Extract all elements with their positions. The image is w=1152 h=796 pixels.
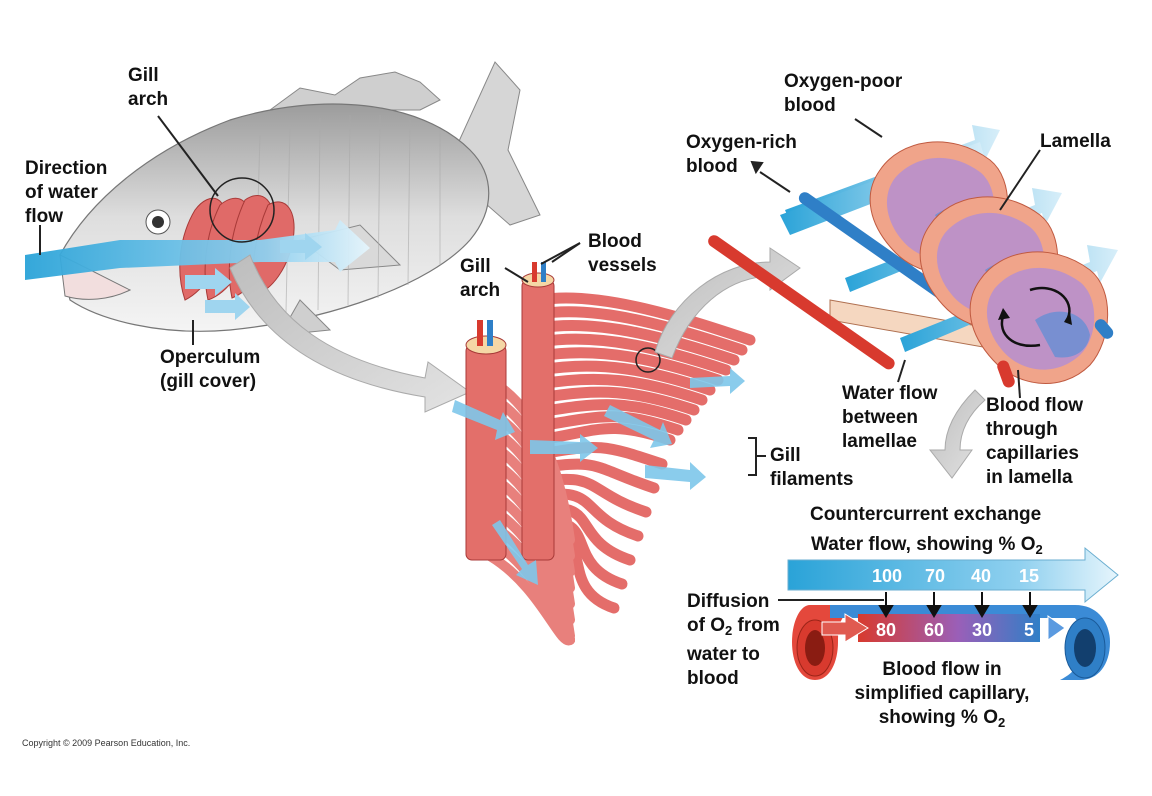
- water-o2-value: 70: [925, 566, 946, 586]
- label-operculum: Operculum(gill cover): [160, 347, 261, 392]
- zoom-arrow-1: [229, 254, 472, 413]
- lamella-leader-lines: [750, 118, 1041, 399]
- blood-o2-value: 60: [924, 620, 945, 640]
- label-diffusion-o2: Diffusion of O2 from water to blood: [687, 591, 780, 689]
- zoom-arrow-3: [928, 389, 986, 479]
- gill-filaments-illustration: [452, 262, 756, 646]
- gill-filament: [534, 306, 748, 356]
- gill-filament: [534, 347, 724, 386]
- blood-o2-value: 5: [1024, 620, 1035, 640]
- gill-filament: [485, 551, 575, 646]
- label-blood-flow-simplified-capillary: Blood flow in simplified capillary, show…: [854, 659, 1030, 730]
- water-o2-value: 40: [971, 566, 992, 586]
- countercurrent-diagram: [787, 546, 1119, 680]
- gill-filament: [534, 333, 732, 376]
- water-o2-value: 15: [1019, 566, 1040, 586]
- copyright-text: Copyright © 2009 Pearson Education, Inc.: [22, 738, 191, 748]
- label-countercurrent-exchange: Countercurrent exchange: [810, 504, 1042, 525]
- label-lamella: Lamella: [1040, 131, 1111, 152]
- label-water-flow-showing-o2: Water flow, showing % O2: [811, 534, 1043, 557]
- gill-filament: [534, 360, 716, 396]
- gill-filament: [534, 320, 740, 366]
- lamellae-illustration: [708, 125, 1118, 388]
- mid-leader-lines: [504, 242, 766, 476]
- blood-o2-value: 80: [876, 620, 897, 640]
- fish-illustration: [25, 61, 541, 336]
- gill-filament: [534, 386, 700, 416]
- gill-filament: [534, 373, 708, 406]
- blood-o2-value: 30: [972, 620, 993, 640]
- fish-leader-lines: [39, 115, 219, 345]
- gill-filament: [534, 399, 692, 426]
- gill-filament: [534, 292, 756, 346]
- water-o2-value: 100: [872, 566, 903, 586]
